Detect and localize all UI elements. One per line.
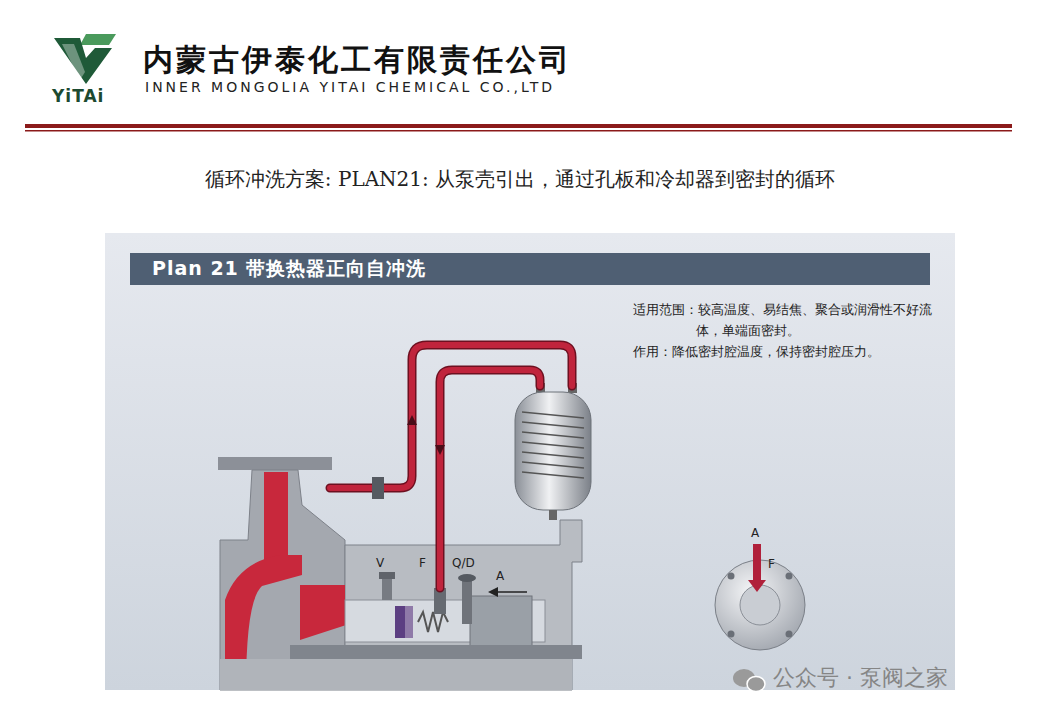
watermark: 公众号 · 泵阀之家 — [773, 663, 948, 693]
company-name: 内蒙古伊泰化工有限责任公司 — [143, 40, 572, 81]
logo-text: YiTAi — [52, 86, 104, 106]
header-rule — [25, 124, 1012, 128]
note-text: 作用：降低密封腔温度，保持密封腔压力。 — [633, 344, 880, 361]
port-label: V — [376, 556, 384, 570]
port-label: Q/D — [452, 556, 475, 570]
slide-title: 循环冲洗方案: PLAN21: 从泵壳引出，通过孔板和冷却器到密封的循环 — [0, 166, 1040, 193]
view-label: A — [751, 526, 759, 540]
port-label: F — [419, 556, 426, 570]
header-rule — [25, 130, 1012, 132]
flush-pipe — [330, 345, 572, 588]
flow-arrow — [407, 415, 417, 425]
view-label: A — [496, 569, 504, 583]
picture-panel — [105, 233, 955, 690]
orifice-plate — [372, 477, 384, 499]
band-title: Plan 21 带换热器正向自冲洗 — [152, 256, 426, 282]
title-band: Plan 21 带换热器正向自冲洗 — [130, 253, 930, 285]
note-text: 适用范围：较高温度、易结焦、聚合或润滑性不好流体，单端面密封。 — [633, 300, 933, 341]
company-name-en: INNER MONGOLIA YITAI CHEMICAL CO.,LTD — [145, 79, 555, 95]
heat-exchanger — [515, 383, 591, 520]
port-label: F — [768, 557, 775, 571]
inset-gland — [715, 544, 805, 650]
wechat-icon — [733, 669, 765, 692]
flow-arrow — [435, 445, 445, 455]
logo — [54, 34, 116, 84]
